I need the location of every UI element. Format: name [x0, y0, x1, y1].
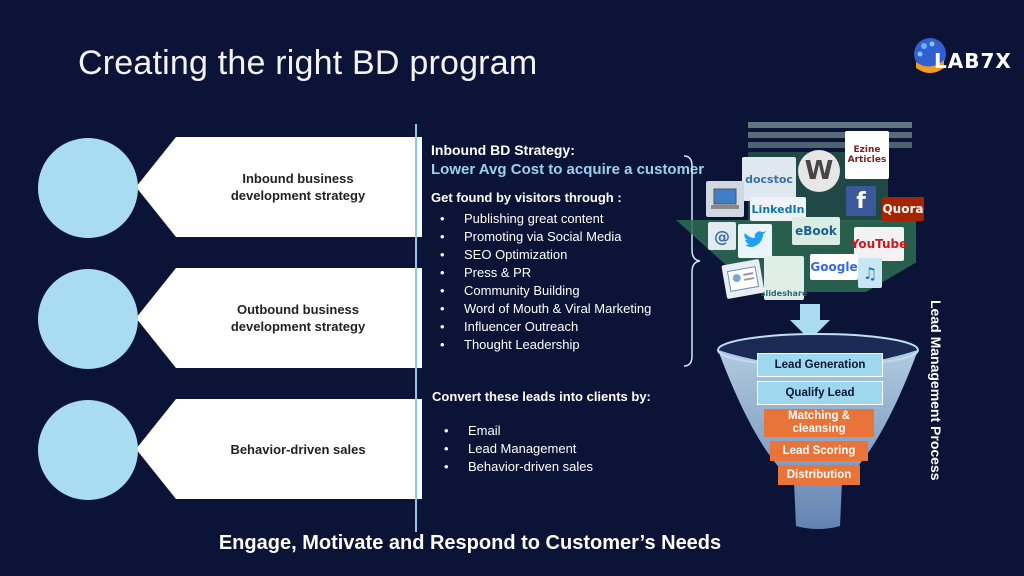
tagline: Engage, Motivate and Respond to Customer… [218, 532, 722, 554]
contact-card-icon [721, 258, 765, 300]
bracket-shape [683, 155, 701, 367]
strategy-label: Inbound business development strategy [174, 137, 422, 237]
list-item: Publishing great content [440, 210, 651, 228]
icon-text: LinkedIn [751, 202, 805, 216]
icon-text: Google [810, 260, 858, 274]
side-label-text: Lead Management Process [928, 300, 944, 481]
funnel-stage-label-line2: cleansing [792, 423, 846, 435]
twitter-icon [738, 224, 772, 258]
docstoc-icon: docstoc [742, 157, 796, 201]
convert-heading: Convert these leads into clients by: [432, 389, 651, 404]
funnel-stage-distribution: Distribution [778, 465, 860, 485]
slideshare-icon: slideshare [761, 256, 807, 300]
wordpress-icon: W [798, 150, 840, 192]
list-item: Lead Management [444, 440, 593, 458]
strategy-card-shape [136, 268, 422, 368]
linkedin-icon: LinkedIn [750, 197, 806, 221]
funnel-stage-label: Lead Generation [774, 358, 866, 371]
ezine-articles-icon: Ezine Articles [845, 131, 889, 179]
down-arrow-icon [790, 304, 830, 340]
strategy-label-line1: Inbound business [242, 171, 354, 186]
funnel-stage-qualify-lead: Qualify Lead [757, 381, 883, 405]
google-icon: Google [810, 254, 858, 280]
found-heading: Get found by visitors through : [431, 190, 622, 205]
funnel-stage-label: Qualify Lead [785, 386, 855, 399]
itunes-icon: ♫ [858, 258, 882, 288]
ebook-icon: eBook [792, 217, 840, 245]
lab7x-logo [910, 34, 1020, 84]
list-item: Email [444, 422, 593, 440]
funnel-stage-label: Lead Scoring [782, 444, 856, 457]
list-item: SEO Optimization [440, 246, 651, 264]
strategy-card-shape [136, 137, 422, 237]
strategy-label: Behavior-driven sales [174, 399, 422, 499]
youtube-icon: YouTube [851, 227, 907, 261]
strategy-card-shape [136, 399, 422, 499]
inbound-subheading: Lower Avg Cost to acquire a customer [431, 161, 705, 178]
icon-text: slideshare [760, 289, 808, 298]
inbound-heading: Inbound BD Strategy: [431, 142, 575, 158]
strategy-circle [38, 400, 138, 500]
funnel-stage-lead-scoring: Lead Scoring [770, 441, 868, 461]
list-item: Influencer Outreach [440, 318, 651, 336]
funnel-stage-label-line1: Matching & [788, 410, 850, 422]
icon-text: f [856, 188, 866, 214]
funnel-stage-lead-generation: Lead Generation [757, 353, 883, 377]
vertical-divider [415, 124, 417, 532]
list-item: Community Building [440, 282, 651, 300]
strategy-circle [38, 138, 138, 238]
icon-text: @ [714, 226, 730, 246]
icon-text: eBook [795, 224, 837, 238]
page-title: Creating the right BD program [78, 44, 538, 82]
icon-text: W [804, 156, 834, 186]
icon-text: YouTube [850, 237, 908, 251]
strategy-label-line2: development strategy [230, 188, 366, 203]
strategy-label: Outbound business development strategy [174, 268, 422, 368]
icon-text: docstoc [745, 172, 793, 186]
lead-management-process-label: Lead Management Process [926, 300, 946, 512]
quora-icon: Quora [882, 197, 924, 221]
strategy-behavior: Behavior-driven sales [36, 399, 422, 501]
funnel-stage-label: Distribution [786, 468, 852, 481]
strategy-label-line1: Outbound business [236, 302, 360, 317]
icon-text: Quora [882, 202, 924, 216]
list-item: Press & PR [440, 264, 651, 282]
list-item: Promoting via Social Media [440, 228, 651, 246]
list-item: Thought Leadership [440, 336, 651, 354]
strategy-inbound: Inbound business development strategy [36, 137, 422, 239]
logo-text: LAB7X [934, 49, 1012, 73]
convert-list: Email Lead Management Behavior-driven sa… [444, 422, 593, 476]
icon-text: Ezine Articles [847, 145, 887, 165]
strategy-circle [38, 269, 138, 369]
strategy-outbound: Outbound business development strategy [36, 268, 422, 370]
strategy-label-line1: Behavior-driven sales [230, 441, 366, 457]
funnel-stage-matching: Matching &cleansing [764, 409, 874, 437]
facebook-icon: f [846, 186, 876, 216]
list-item: Behavior-driven sales [444, 458, 593, 476]
found-list: Publishing great content Promoting via S… [440, 210, 651, 354]
list-item: Word of Mouth & Viral Marketing [440, 300, 651, 318]
email-icon: @ [708, 222, 736, 250]
laptop-icon [706, 181, 744, 217]
strategy-label-line2: development strategy [230, 319, 366, 334]
